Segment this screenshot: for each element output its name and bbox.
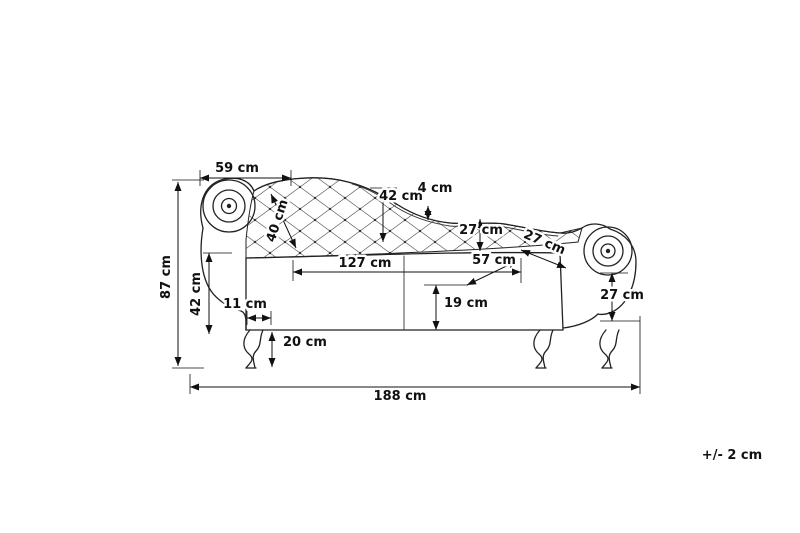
dimension-seat-depth: 57 cm — [466, 251, 518, 286]
dimension-top-arm-width: 59 cm — [199, 159, 292, 186]
left-arm-scroll — [200, 177, 256, 331]
dimension-arm-height: 42 cm — [187, 252, 232, 334]
dimension-back-height-right: 27 cm — [457, 219, 505, 251]
back-top-edge — [253, 177, 583, 234]
dim-label-back-height-right: 27 cm — [459, 223, 503, 238]
dim-label-base-front-height: 19 cm — [444, 296, 488, 311]
dim-label-leg-inset: 11 cm — [223, 297, 267, 312]
dimension-overall-width: 188 cm — [189, 316, 641, 407]
sofa-drawing — [200, 177, 637, 369]
front-left-leg — [243, 329, 264, 369]
dimension-base-front-height: 19 cm — [424, 284, 490, 330]
dimension-overall-height: 87 cm — [157, 179, 204, 369]
dimension-right-side-height: 27 cm — [598, 272, 646, 322]
front-right-leg — [533, 329, 554, 369]
right-arm-scroll — [562, 223, 637, 329]
dim-label-overall-width: 188 cm — [374, 389, 427, 404]
dimension-top-edge: 4 cm — [415, 179, 455, 220]
dimension-leg-inset: 11 cm — [221, 295, 272, 325]
dim-label-arm-height: 42 cm — [189, 272, 204, 316]
rear-right-leg — [599, 329, 620, 369]
dim-label-seat-depth: 57 cm — [472, 253, 516, 268]
dimension-leg-height: 20 cm — [268, 332, 329, 367]
dim-label-right-side-height: 27 cm — [600, 288, 644, 303]
dim-label-seat-width: 127 cm — [339, 256, 392, 271]
dim-label-overall-height: 87 cm — [159, 255, 174, 299]
dim-label-top-arm-width: 59 cm — [215, 161, 259, 176]
dim-label-back-height-left: 42 cm — [379, 189, 423, 204]
tolerance-note: +/- 2 cm — [702, 448, 762, 463]
dimension-back-height-left: 42 cm — [370, 187, 425, 242]
dim-label-leg-height: 20 cm — [283, 335, 327, 350]
dim-label-top-edge: 4 cm — [418, 181, 453, 196]
dimension-seat-width: 127 cm — [292, 254, 522, 283]
